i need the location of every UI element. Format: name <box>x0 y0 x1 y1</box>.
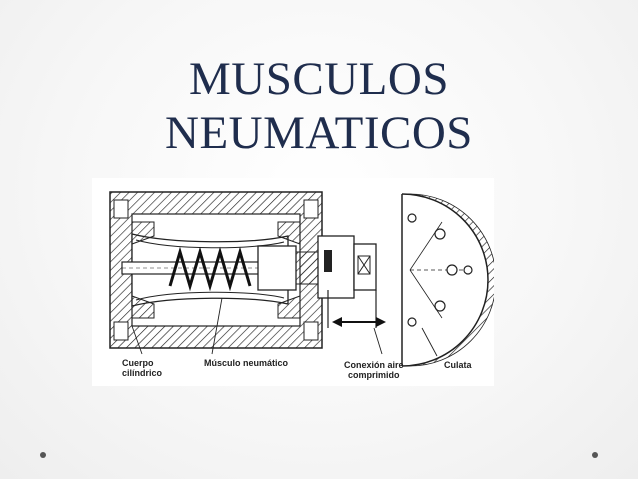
diagram-drawing <box>109 191 494 367</box>
spring <box>168 246 252 292</box>
label-cuerpo-line1: Cuerpo <box>122 358 154 368</box>
label-culata: Culata <box>444 360 472 370</box>
label-musculo-neumatico: Músculo neumático <box>204 358 289 368</box>
label-cuerpo-cilindrico: Cuerpo cilíndrico <box>122 358 162 378</box>
piston-rod <box>121 261 263 275</box>
slide-title: MUSCULOS NEUMATICOS <box>0 52 638 160</box>
culata <box>401 193 494 367</box>
bullet-dot-left <box>40 452 46 458</box>
air-connection-block <box>257 235 377 328</box>
leader-lines <box>131 297 438 357</box>
label-cuerpo-line2: cilíndrico <box>122 368 163 378</box>
label-conexion-line1: Conexión aire <box>344 360 404 370</box>
bullet-dot-right <box>592 452 598 458</box>
title-line-2: NEUMATICOS <box>165 107 473 159</box>
label-conexion-aire: Conexión aire comprimido <box>344 360 404 380</box>
title-line-1: MUSCULOS <box>189 53 449 105</box>
label-conexion-line2: comprimido <box>348 370 400 380</box>
pneumatic-muscle-diagram: Cuerpo cilíndrico Músculo neumático Cone… <box>92 178 494 386</box>
motion-arrow <box>332 317 386 327</box>
